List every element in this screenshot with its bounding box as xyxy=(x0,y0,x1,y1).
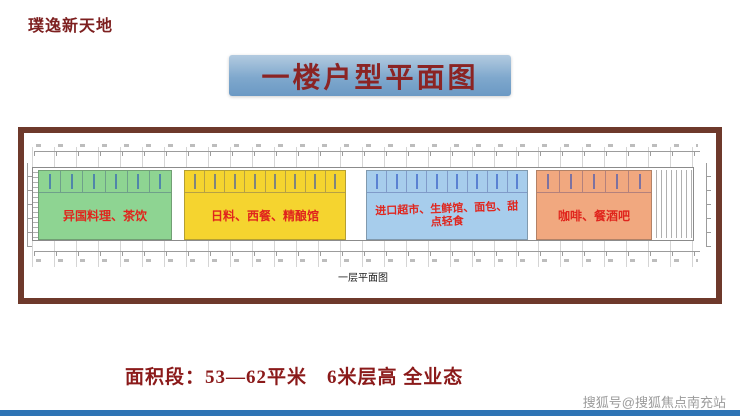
unit-cell xyxy=(508,171,527,192)
unit-cell xyxy=(39,171,62,192)
unit-cell xyxy=(583,171,606,192)
unit-cell xyxy=(367,171,388,192)
unit-cell xyxy=(326,171,345,192)
dimension-numbers-bottom xyxy=(36,259,698,262)
plan-section-2: 日料、西餐、精酿馆 xyxy=(184,170,346,240)
unit-cell xyxy=(83,171,106,192)
section-label: 异国料理、茶饮 xyxy=(62,208,147,223)
dimension-numbers-top xyxy=(36,144,698,147)
unit-cell xyxy=(245,171,266,192)
dimension-line-top xyxy=(34,151,700,156)
unit-cell xyxy=(266,171,286,192)
unit-cell xyxy=(106,171,128,192)
plan-caption: 一层平面图 xyxy=(338,273,388,284)
page-title-banner: 一楼户型平面图 xyxy=(229,55,511,96)
unit-cell xyxy=(407,171,428,192)
floor-plan-drawing: 异国料理、茶饮 日料、西餐、精酿馆 进口超市、生鲜馆、面包、甜点轻食 咖啡、餐酒吧一层… xyxy=(24,133,716,298)
section-label: 进口超市、生鲜馆、面包、甜点轻食 xyxy=(375,200,519,229)
stairwell-right xyxy=(656,170,692,238)
unit-cell xyxy=(185,171,206,192)
dimension-line-left xyxy=(27,163,32,247)
unit-cell xyxy=(560,171,583,192)
unit-cell xyxy=(150,171,171,192)
stairwell-left xyxy=(33,170,39,238)
unit-cell xyxy=(537,171,560,192)
unit-cell xyxy=(128,171,150,192)
plan-section-3: 进口超市、生鲜馆、面包、甜点轻食 xyxy=(366,170,528,240)
unit-cells-row xyxy=(185,171,345,193)
section-label: 咖啡、餐酒吧 xyxy=(557,208,630,223)
unit-cell xyxy=(387,171,408,192)
dimension-line-right xyxy=(706,163,711,247)
unit-cell xyxy=(205,171,226,192)
unit-cells-row xyxy=(39,171,171,193)
floor-plan-frame: 异国料理、茶饮 日料、西餐、精酿馆 进口超市、生鲜馆、面包、甜点轻食 咖啡、餐酒吧一层… xyxy=(18,127,722,304)
unit-cell xyxy=(306,171,326,192)
unit-cell xyxy=(225,171,246,192)
brand-title: 璞逸新天地 xyxy=(28,18,114,35)
unit-cell xyxy=(427,171,448,192)
unit-cell xyxy=(286,171,306,192)
page-title: 一楼户型平面图 xyxy=(261,62,479,94)
plan-section-4: 咖啡、餐酒吧 xyxy=(536,170,652,240)
section-label: 日料、西餐、精酿馆 xyxy=(210,208,319,223)
unit-cell xyxy=(606,171,629,192)
unit-cell xyxy=(488,171,508,192)
watermark: 搜狐号@搜狐焦点南充站 xyxy=(582,395,726,410)
unit-cell xyxy=(629,171,651,192)
unit-cell xyxy=(448,171,468,192)
dimension-line-bottom xyxy=(34,251,700,256)
unit-cells-row xyxy=(537,171,651,193)
plan-section-1: 异国料理、茶饮 xyxy=(38,170,172,240)
unit-cell xyxy=(61,171,84,192)
area-range-text: 面积段：53—62平米 6米层高 全业态 xyxy=(125,367,464,388)
bottom-accent-bar xyxy=(0,410,740,416)
unit-cell xyxy=(468,171,488,192)
unit-cells-row xyxy=(367,171,527,193)
